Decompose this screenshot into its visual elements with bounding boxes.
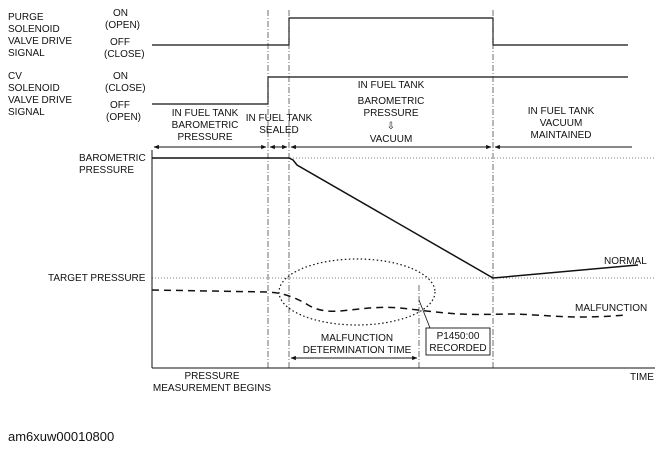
phase-1-line-3: PRESSURE [177,132,232,143]
target-pressure-label: TARGET PRESSURE [48,273,146,284]
cv-on-state: (CLOSE) [105,83,146,94]
down-arrow-icon: ⇩ [387,121,395,132]
cv-label-line-3: VALVE DRIVE [8,95,72,106]
purge-off-label: OFF [110,37,130,48]
determination-label-line-1: MALFUNCTION [321,333,393,344]
phase-4-line-3: MAINTAINED [531,130,592,141]
cv-signal-label: CV SOLENOID VALVE DRIVE SIGNAL [8,71,72,118]
barometric-label-line-1: BAROMETRIC [79,153,146,164]
phase-2-line-1: IN FUEL TANK [246,113,313,124]
purge-label-line-2: SOLENOID [8,24,60,35]
cv-label-line-4: SIGNAL [8,107,45,118]
code-recorded-line-1: P1450:00 [437,331,480,342]
determination-label-line-2: DETERMINATION TIME [303,345,412,356]
cv-off-label: OFF [110,100,130,111]
purge-on-label: ON [113,8,128,19]
phase-1-label: IN FUEL TANK BAROMETRIC PRESSURE [172,108,239,143]
malfunction-region-ellipse [278,258,436,326]
phase-3-label: BAROMETRIC PRESSURE ⇩ VACUUM [358,96,425,145]
normal-label: NORMAL [604,256,647,267]
purge-on-state: (OPEN) [105,20,140,31]
measurement-begins-line-2: MEASUREMENT BEGINS [153,383,271,394]
phase-3-line-2: PRESSURE [363,108,418,119]
code-recorded-line-2: RECORDED [429,343,486,354]
figure-id: am6xuw00010800 [8,429,114,444]
purge-signal-label: PURGE SOLENOID VALVE DRIVE SIGNAL [8,12,72,59]
phase-4-line-2: VACUUM [540,118,583,129]
phase-3-line-1: BAROMETRIC [358,96,425,107]
purge-label-line-3: VALVE DRIVE [8,36,72,47]
purge-label-line-1: PURGE [8,12,44,23]
code-callout-leader [418,299,431,329]
purge-signal-waveform [152,17,628,46]
phase-4-line-1: IN FUEL TANK [528,106,595,117]
phase-3-line-4: VACUUM [370,134,413,145]
phase-2-line-2: SEALED [259,125,298,136]
cv-label-line-2: SOLENOID [8,83,60,94]
cv-off-state: (OPEN) [106,112,141,123]
barometric-label-line-2: PRESSURE [79,165,134,176]
normal-pressure-curve [152,157,639,279]
phase-1-line-2: BAROMETRIC [172,120,239,131]
phase-top-label: IN FUEL TANK [358,80,425,91]
measurement-begins-line-1: PRESSURE [184,371,239,382]
purge-off-state: (CLOSE) [104,49,145,60]
purge-label-line-4: SIGNAL [8,48,45,59]
phase-1-line-1: IN FUEL TANK [172,108,239,119]
code-recorded-box [425,327,491,356]
time-axis-label: TIME [630,372,654,383]
malfunction-label: MALFUNCTION [575,303,647,314]
cv-label-line-1: CV [8,71,22,82]
phase-4-label: IN FUEL TANK VACUUM MAINTAINED [528,106,595,141]
cv-on-label: ON [113,71,128,82]
malfunction-pressure-curve [151,289,626,318]
phase-2-label: IN FUEL TANK SEALED [246,113,313,136]
